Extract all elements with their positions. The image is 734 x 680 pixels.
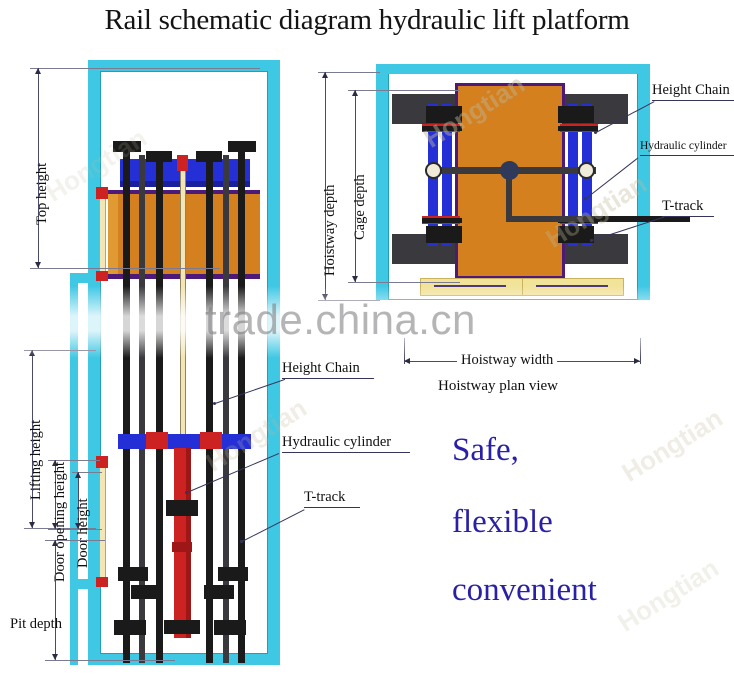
- slogan-line-1: Safe,: [452, 432, 519, 468]
- plan-shoe-right-top: [558, 106, 594, 123]
- dim-label-hoistway-width: Hoistway width: [457, 352, 558, 369]
- guide-rail-3: [206, 155, 213, 663]
- slogan-line-2: flexible: [452, 504, 553, 540]
- door-sill-wall: [70, 273, 78, 665]
- plan-chain-hub: [500, 161, 519, 180]
- plan-chain-branch-horz: [506, 216, 598, 222]
- plan-base-plate-arrow-left: [434, 285, 506, 287]
- callout-label-t-track: T-track: [304, 489, 346, 505]
- dim-label-pit-depth: Pit depth: [10, 616, 62, 632]
- watermark-tile-4: Hongtian: [616, 402, 728, 488]
- plan-view-caption: Hoistway plan view: [438, 378, 558, 394]
- hoistway-frame-left-outer: [88, 60, 100, 665]
- cage-door-cap-upper: [96, 187, 108, 199]
- plan-base-plate-arrow-right: [536, 285, 608, 287]
- hoistway-frame-bottom: [88, 654, 280, 665]
- plan-crossrod-left-bottom: [422, 218, 462, 223]
- plan-chain-branch-vert: [506, 170, 512, 222]
- callout-label-hydraulic-cylinder-plan: Hydraulic cylinder: [640, 140, 727, 152]
- dim-label-hoistway-depth: Hoistway depth: [322, 184, 338, 276]
- callout-label-t-track-plan: T-track: [662, 198, 704, 214]
- dim-label-door-height: Door height: [75, 498, 91, 568]
- plan-shoe-right-bottom: [558, 226, 594, 243]
- page-title: Rail schematic diagram hydraulic lift pl…: [104, 4, 630, 36]
- plan-pulley-right: [578, 162, 595, 179]
- plan-view: [370, 60, 690, 310]
- slogan-line-3: convenient: [452, 572, 597, 608]
- cylinder-base-foot: [164, 620, 200, 634]
- hoistway-frame-top: [88, 60, 280, 71]
- dim-label-lifting-height: Lifting height: [28, 419, 44, 500]
- rail-cap-top-4: [228, 141, 256, 152]
- crossbeam-block-right: [200, 432, 222, 449]
- rail-bracket-l2: [131, 585, 161, 599]
- hoistway-frame-right-outer: [268, 60, 280, 665]
- landing-door-cap-top: [96, 456, 108, 468]
- plan-base-plate-divider: [522, 278, 523, 296]
- plan-pulley-left: [425, 162, 442, 179]
- rail-bracket-r1: [218, 567, 248, 581]
- cage-door-upper: [99, 195, 106, 275]
- plan-wall-left: [376, 64, 388, 300]
- plan-shoe-left-bottom: [426, 226, 462, 243]
- rail-bracket-r3: [214, 620, 246, 635]
- elevation-view: [0, 55, 300, 675]
- callout-label-height-chain-plan: Height Chain: [652, 82, 730, 98]
- plan-crossrod-left-top: [422, 126, 462, 131]
- rail-bracket-r2: [204, 585, 234, 599]
- rail-bracket-l3: [114, 620, 146, 635]
- crossbeam-block-left: [146, 432, 168, 449]
- dim-label-top-height: Top height: [34, 162, 50, 225]
- guide-rail-3b: [223, 155, 229, 663]
- rail-cap-top-3: [196, 151, 222, 162]
- height-chain-rod: [180, 163, 186, 473]
- cage-body-highlight: [108, 194, 118, 274]
- plan-guide-column-left-b: [442, 104, 452, 246]
- plan-guide-column-right-a: [568, 104, 578, 246]
- cylinder-collar-upper: [166, 500, 198, 516]
- rail-cap-top-2: [146, 151, 172, 162]
- plan-crossrod-right-top: [558, 126, 598, 131]
- landing-door-cap-bottom: [96, 577, 108, 587]
- watermark-tile-6: Hongtian: [612, 552, 724, 638]
- plan-wall-right: [638, 64, 650, 300]
- callout-label-hydraulic-cylinder: Hydraulic cylinder: [282, 434, 392, 450]
- guide-rail-2: [156, 155, 163, 663]
- plan-wall-top: [376, 64, 650, 74]
- hoistway-frame-inner-outline: [100, 71, 268, 654]
- guide-rail-1b: [139, 155, 145, 663]
- landing-door: [99, 464, 106, 582]
- door-sill-notch-bottom: [70, 579, 90, 589]
- rail-bracket-l1: [118, 567, 148, 581]
- cylinder-joint: [172, 542, 192, 552]
- cage-door-cap-lower: [96, 271, 108, 281]
- lower-crossbeam: [118, 434, 251, 449]
- door-sill-notch-top: [70, 273, 90, 283]
- guide-rail-1: [123, 143, 130, 663]
- plan-shoe-left-top: [426, 106, 462, 123]
- dim-label-cage-depth: Cage depth: [352, 174, 368, 240]
- height-chain-top-cap: [177, 155, 188, 171]
- plan-t-track-stub: [594, 216, 690, 222]
- callout-label-height-chain: Height Chain: [282, 360, 360, 376]
- guide-rail-4: [238, 143, 245, 663]
- rail-cap-top-1: [113, 141, 141, 152]
